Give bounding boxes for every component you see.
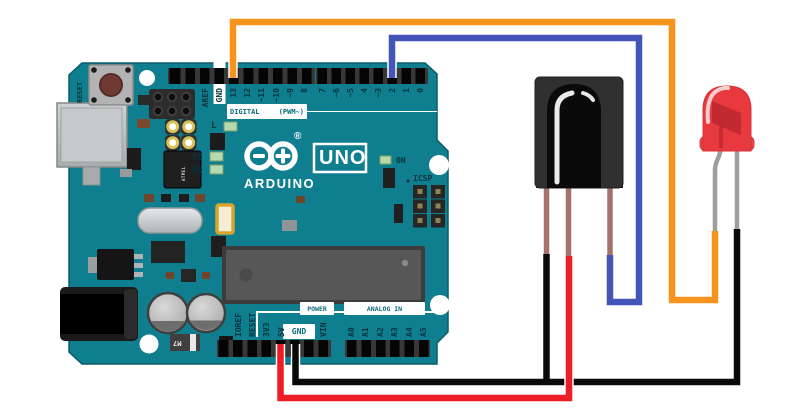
solder-pads: [165, 119, 197, 151]
mounting-hole: [430, 295, 450, 315]
ir-lens-highlight: [554, 90, 575, 185]
power-label: POWER: [307, 304, 327, 313]
power-silk-tick: [256, 311, 258, 337]
registered-mark: ®: [294, 131, 302, 142]
analog-header: [345, 340, 430, 357]
red-led: [699, 85, 755, 152]
capacitor: [146, 291, 190, 335]
led-anode-leg: [712, 147, 723, 234]
orange-wire: [228, 17, 720, 305]
rx-led: [209, 164, 224, 175]
digital-pwm-box: DIGITAL (PWM~): [227, 104, 307, 119]
ir-lens: [547, 84, 601, 188]
pwm-label: (PWM~): [278, 107, 304, 116]
arduino-brand-text: ARDUINO: [244, 176, 316, 191]
led-anvil: [712, 101, 741, 135]
mounting-hole: [139, 70, 155, 86]
tx-led: [209, 151, 224, 162]
blue-wire: [387, 33, 644, 307]
mounting-hole: [139, 334, 159, 354]
digital-label: DIGITAL: [230, 107, 260, 116]
power-jack: [60, 287, 138, 341]
voltage-regulator: [88, 249, 143, 280]
ir-receiver: [534, 76, 624, 189]
resonator: [215, 203, 235, 235]
uno-model-text: UNO: [319, 147, 367, 169]
analog-in-label: ANALOG IN: [366, 304, 403, 313]
arduino-logo-icon: [244, 141, 298, 171]
gnd-label: GND: [291, 327, 307, 336]
on-led-label: ON: [396, 156, 406, 165]
led-highlight: [705, 85, 730, 124]
icsp-silk-label: ICSP: [413, 174, 433, 183]
reset-button: [88, 64, 134, 106]
analog-in-box: ANALOG IN: [344, 302, 425, 315]
black-wire: [290, 229, 742, 387]
power-header: [217, 340, 331, 357]
l-led-label: L: [211, 121, 217, 131]
capacitor: [185, 292, 227, 334]
atmega328-chip: [222, 246, 425, 304]
rx-led-label: RX: [192, 166, 202, 175]
icsp2-header: [149, 89, 195, 119]
usb-connector: [56, 102, 128, 186]
mounting-hole: [429, 155, 449, 175]
gnd-box: GND: [283, 324, 315, 339]
m7-diode: [170, 334, 200, 351]
l-led: [223, 121, 238, 132]
usb-mcu-chip: [163, 150, 202, 189]
on-led: [379, 155, 392, 165]
tx-led-label: TX: [192, 153, 202, 162]
digital-header-left: [168, 68, 315, 84]
red-wire: [275, 256, 574, 403]
digital-header-right: [316, 68, 428, 84]
uno-label-box: [312, 142, 368, 174]
power-box: POWER: [300, 302, 334, 315]
icsp-header: [406, 179, 445, 228]
crystal-oscillator: [137, 207, 203, 234]
digital-silk-line: [227, 110, 437, 112]
